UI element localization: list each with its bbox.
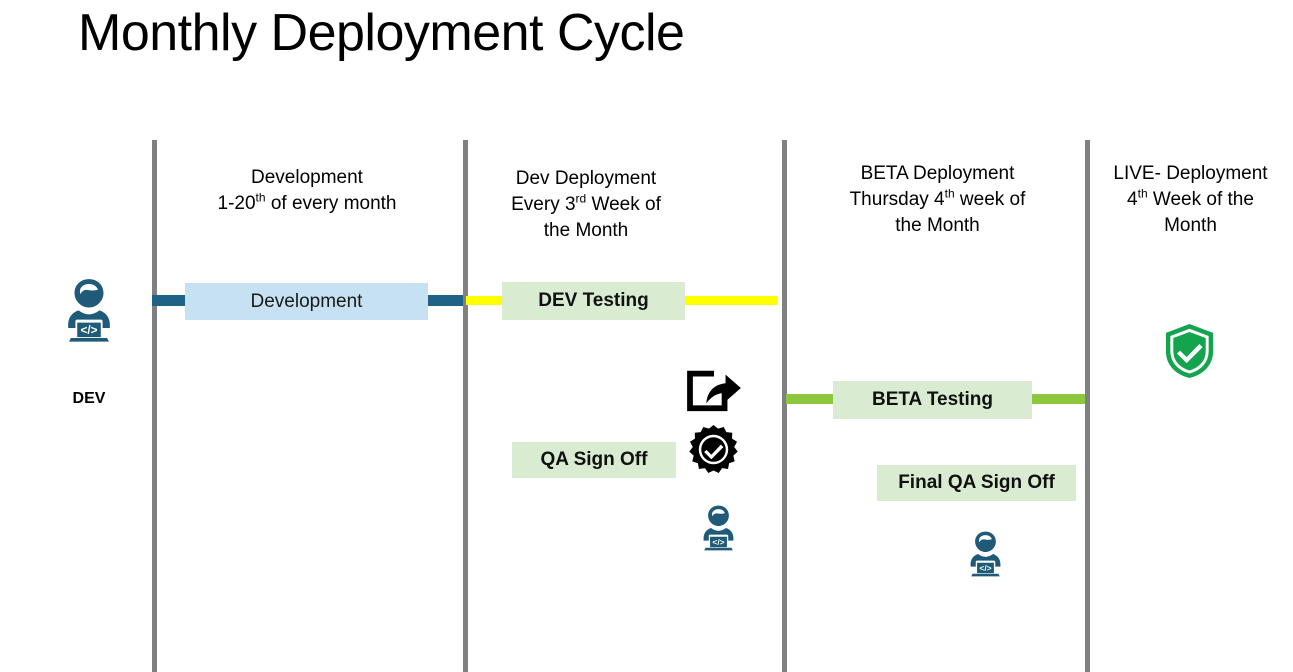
phase-label: DEV Testing [538, 290, 649, 311]
developer-icon: </> [60, 275, 118, 343]
shield-check-icon-svg [1165, 323, 1214, 378]
lane-divider-2 [463, 140, 468, 672]
lane-actor-label: DEV [72, 390, 106, 407]
verified-badge-icon-svg [689, 425, 738, 473]
header-line: the Month [895, 215, 980, 236]
svg-text:</>: </> [979, 563, 991, 573]
svg-text:</>: </> [712, 537, 724, 547]
lane-divider-1 [152, 140, 157, 672]
developer-icon: </> [696, 503, 741, 551]
phase-beta-testing[interactable]: BETA Testing [833, 381, 1032, 419]
header-line: Dev Deployment [515, 168, 657, 189]
header-line: Thursday 4th week of [849, 186, 1026, 210]
lane-divider-4 [1085, 140, 1090, 672]
header-line: the Month [543, 220, 629, 241]
ordinal-suffix: th [1137, 186, 1148, 201]
developer-icon-svg: </> [703, 505, 734, 551]
column-header-dev-deployment: Dev Deployment Every 3rd Week of the Mon… [468, 166, 704, 244]
column-header-live-deployment: LIVE- Deployment 4th Week of the Month [1094, 161, 1287, 239]
header-line: 1-20th of every month [217, 190, 397, 214]
phase-dev-testing[interactable]: DEV Testing [502, 282, 685, 320]
developer-icon-svg: </> [68, 279, 110, 342]
share-icon-svg [687, 370, 741, 412]
column-header-beta-deployment: BETA Deployment Thursday 4th week of the… [800, 161, 1075, 239]
share-icon [685, 365, 743, 413]
ordinal-suffix: th [944, 186, 955, 201]
ordinal-suffix: th [255, 190, 266, 205]
developer-icon: </> [963, 529, 1008, 577]
page-title: Monthly Deployment Cycle [78, 4, 685, 62]
phase-label: Final QA Sign Off [898, 472, 1055, 493]
lane-divider-3 [782, 140, 787, 672]
developer-icon-svg: </> [970, 531, 1001, 577]
header-line: Month [1164, 215, 1217, 236]
phase-development[interactable]: Development [185, 283, 428, 320]
header-line: LIVE- Deployment [1113, 163, 1268, 184]
phase-label: BETA Testing [871, 389, 994, 410]
verified-badge-icon [688, 425, 739, 476]
phase-qa-sign-off[interactable]: QA Sign Off [512, 442, 676, 478]
header-line: 4th Week of the [1127, 186, 1254, 210]
phase-label: QA Sign Off [540, 449, 648, 470]
header-line: Development [251, 167, 363, 188]
svg-text:</>: </> [80, 324, 97, 337]
ordinal-suffix: rd [575, 191, 587, 206]
column-header-development: Development 1-20th of every month [157, 165, 457, 217]
phase-label: Development [250, 290, 363, 312]
shield-check-icon [1162, 322, 1217, 379]
header-line: Every 3rd Week of [511, 191, 661, 215]
phase-final-qa-sign-off[interactable]: Final QA Sign Off [877, 465, 1076, 501]
header-line: BETA Deployment [860, 163, 1015, 184]
